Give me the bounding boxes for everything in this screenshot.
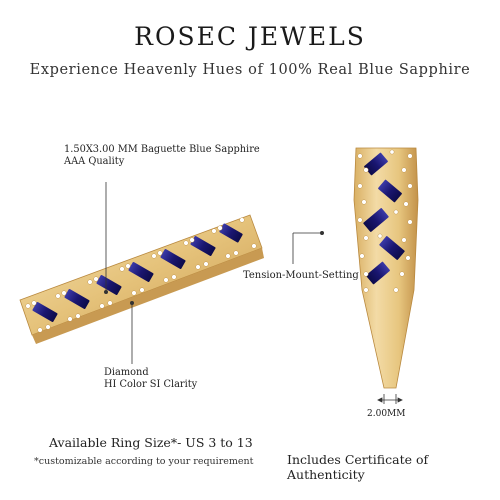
sapphire-spec: 1.50X3.00 MM Baguette Blue Sapphire [64, 144, 260, 155]
width-callout: 2.00MM [367, 409, 406, 419]
tension-callout: Tension-Mount-Setting [243, 270, 359, 281]
sapphire-quality: AAA Quality [64, 155, 125, 167]
side-sapphire-row [363, 152, 405, 285]
side-diamond-pave [357, 149, 413, 293]
diamond-title: Diamond [104, 367, 149, 378]
ring-side-view [353, 147, 419, 389]
ring-front-view [19, 214, 264, 344]
brand-title: ROSEC JEWELS [134, 22, 366, 51]
customize-note: *customizable according to your requirem… [34, 456, 254, 467]
certificate-note: Includes Certificate of Authenticity [287, 452, 429, 482]
diamond-pave [25, 217, 257, 333]
tagline: Experience Heavenly Hues of 100% Real Bl… [29, 62, 471, 78]
diamond-callout: Diamond HI Color SI Clarity [104, 367, 197, 390]
diamond-clarity: HI Color SI Clarity [104, 378, 198, 390]
sapphire-row [32, 223, 243, 322]
sapphire-callout: 1.50X3.00 MM Baguette Blue Sapphire AAA … [64, 144, 260, 167]
ring-size-info: Available Ring Size*- US 3 to 13 [49, 435, 253, 450]
